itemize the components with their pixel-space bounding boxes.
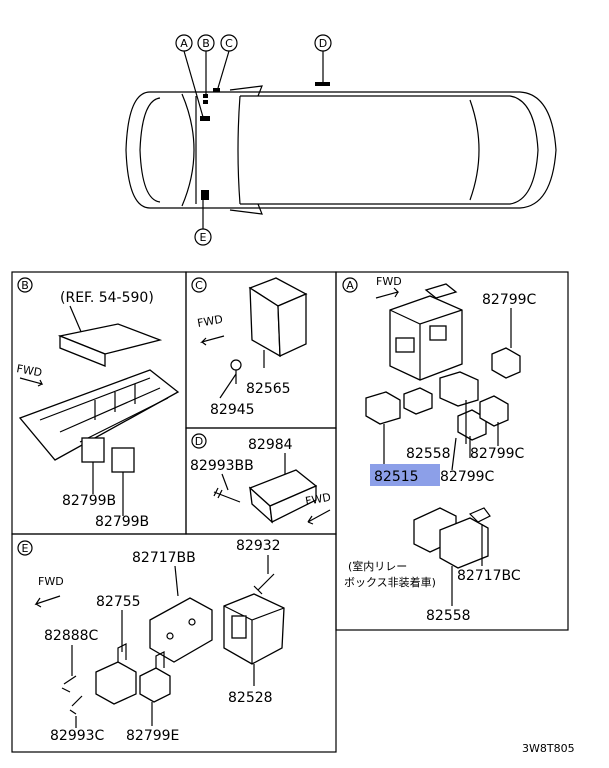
- part-82717bc: 82717BC: [457, 568, 521, 584]
- callout-c: C: [225, 37, 233, 50]
- top-view-callouts: A B C D E: [175, 34, 332, 246]
- panel-e-letter: E: [22, 542, 29, 555]
- panel-b-ref: (REF. 54-590): [60, 290, 154, 306]
- part-82528: 82528: [228, 690, 273, 706]
- footer-code: 3W8T805: [522, 742, 575, 755]
- panel-b-fwd: FWD: [15, 362, 43, 379]
- panel-e-fwd: FWD: [38, 575, 64, 588]
- part-82799b-2: 82799B: [95, 514, 149, 530]
- part-82755: 82755: [96, 594, 141, 610]
- part-82717bb: 82717BB: [132, 550, 196, 566]
- panel-c-fwd: FWD: [196, 313, 224, 330]
- panel-d: D 82984 82993BB FWD: [190, 433, 332, 525]
- panel-c-letter: C: [195, 279, 203, 292]
- part-82565: 82565: [246, 381, 291, 397]
- panel-d-letter: D: [195, 435, 203, 448]
- part-82799c-1: 82799C: [482, 292, 537, 308]
- panel-frames: [11, 271, 569, 753]
- panel-a: A FWD 82799C 82558 82799C 82515 82799C 8…: [342, 275, 537, 624]
- panel-b-letter: B: [21, 279, 29, 292]
- part-82558-2: 82558: [426, 608, 471, 624]
- part-82945: 82945: [210, 402, 255, 418]
- panel-b: B (REF. 54-590) FWD 82799B 82799B: [15, 277, 180, 530]
- part-82558-1: 82558: [406, 446, 451, 462]
- callout-b: B: [202, 37, 210, 50]
- panel-a-fwd: FWD: [376, 275, 402, 288]
- part-82888c: 82888C: [44, 628, 99, 644]
- vehicle-top-view: [125, 82, 557, 215]
- panel-c: C FWD 82565 82945: [191, 277, 308, 418]
- part-82799c-2: 82799C: [470, 446, 525, 462]
- panel-e: E FWD 82717BB 82932 82528 82755 82888C 8…: [17, 538, 285, 744]
- callout-e: E: [200, 231, 207, 244]
- part-82799e: 82799E: [126, 728, 179, 744]
- part-82932: 82932: [236, 538, 281, 554]
- callout-a: A: [180, 37, 188, 50]
- part-82993c: 82993C: [50, 728, 105, 744]
- part-82515-highlighted: 82515: [374, 469, 419, 485]
- part-82799b-1: 82799B: [62, 493, 116, 509]
- part-82993bb: 82993BB: [190, 458, 254, 474]
- panel-d-fwd: FWD: [304, 491, 332, 508]
- panel-a-note-line2: ボックス非装着車): [344, 575, 436, 589]
- panel-a-letter: A: [346, 279, 354, 292]
- part-82984: 82984: [248, 437, 293, 453]
- part-82799c-3: 82799C: [440, 469, 495, 485]
- callout-d: D: [319, 37, 327, 50]
- panel-a-note-line1: (室内リレー: [348, 559, 407, 573]
